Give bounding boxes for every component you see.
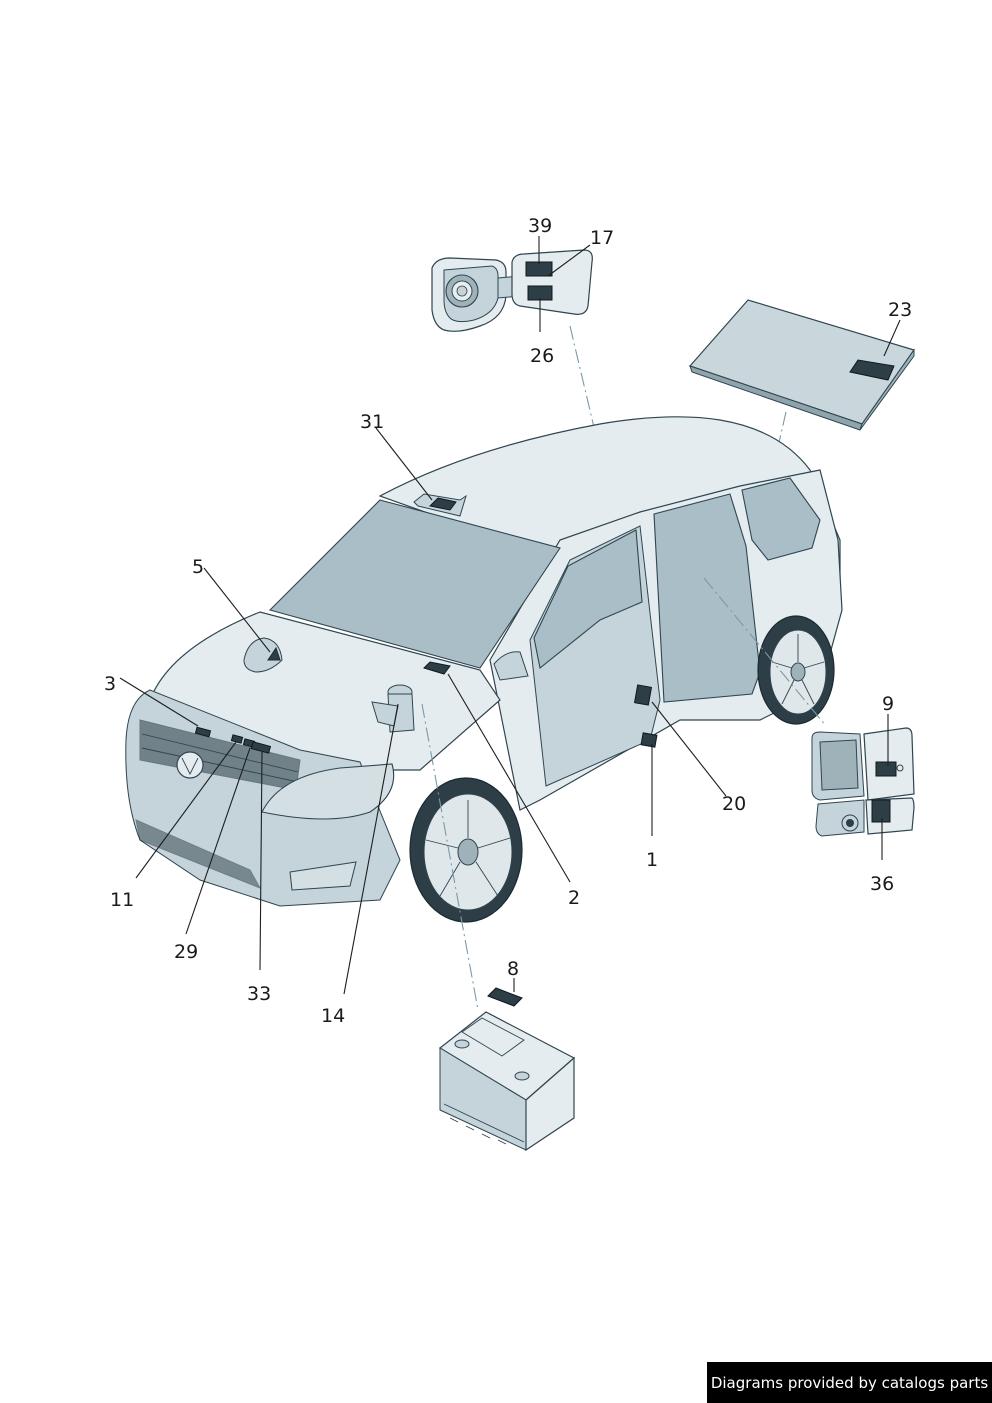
- callout-23: 23: [888, 299, 912, 321]
- callout-1: 1: [646, 849, 658, 871]
- callout-29: 29: [174, 941, 198, 963]
- callout-36: 36: [870, 873, 894, 895]
- fuel-flap-label-17-leader: [547, 244, 591, 277]
- callout-20: 20: [722, 793, 746, 815]
- callout-5: 5: [192, 556, 204, 578]
- callout-9: 9: [882, 693, 894, 715]
- fuel-filler-flap-illustration: [431, 249, 593, 332]
- callout-2: 2: [568, 887, 580, 909]
- callout-31: 31: [360, 411, 384, 433]
- callout-14: 14: [321, 1005, 345, 1027]
- callout-3: 3: [104, 673, 116, 695]
- callout-11: 11: [110, 889, 134, 911]
- battery-illustration: [438, 987, 576, 1152]
- tailgate-detail-illustration: [811, 727, 915, 837]
- callout-17: 17: [590, 227, 614, 249]
- callout-39: 39: [528, 215, 552, 237]
- car-illustration: [125, 416, 843, 923]
- callout-26: 26: [530, 345, 554, 367]
- callout-33: 33: [247, 983, 271, 1005]
- callout-8: 8: [507, 958, 519, 980]
- owner-manual-illustration: [688, 299, 915, 431]
- credit-banner: Diagrams provided by catalogs parts: [707, 1362, 992, 1403]
